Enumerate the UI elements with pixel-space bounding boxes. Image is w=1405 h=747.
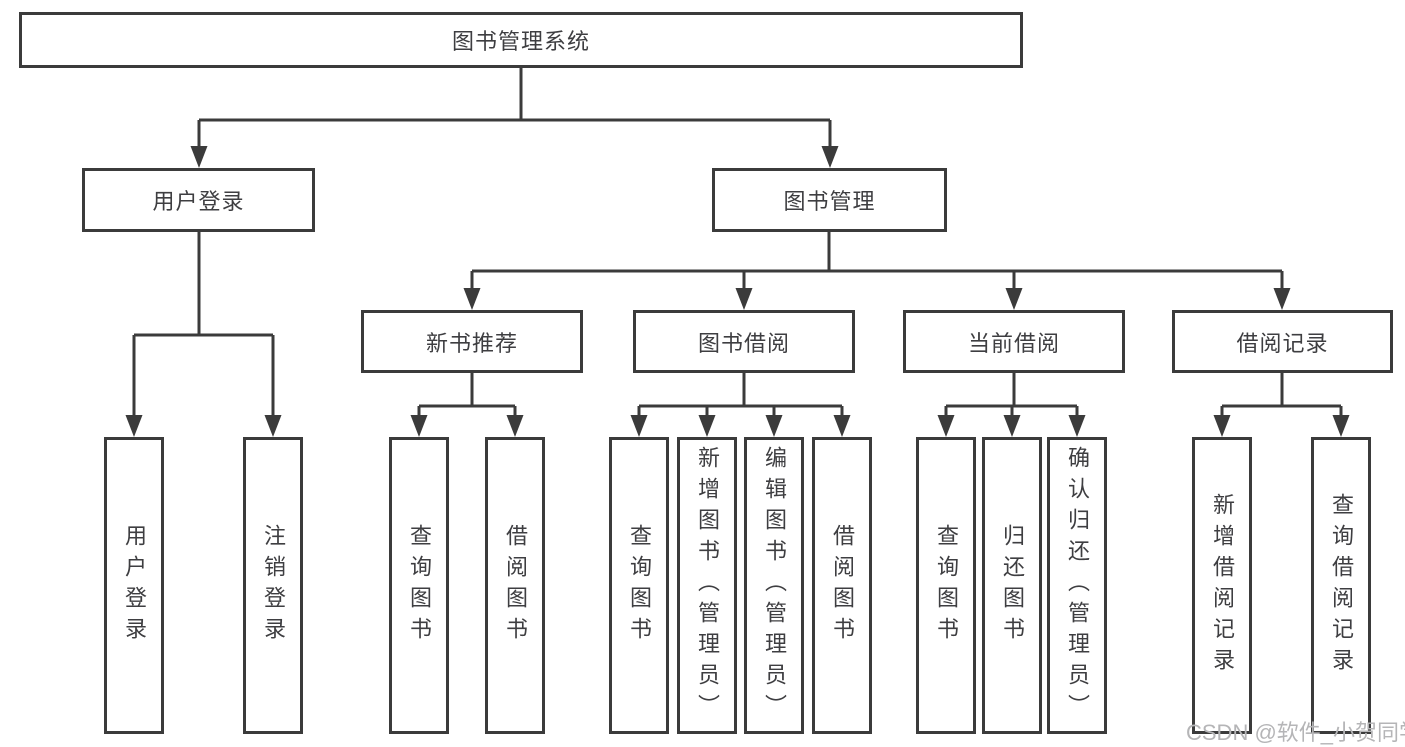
node-label: 新增图书（管理员） bbox=[695, 446, 720, 725]
arrowhead-down-icon bbox=[506, 415, 524, 437]
arrowhead-down-icon bbox=[937, 415, 955, 437]
node-borrow-query-books: 查询图书 bbox=[609, 437, 669, 734]
node-label: 查询图书 bbox=[934, 523, 959, 648]
node-label: 确认归还（管理员） bbox=[1065, 446, 1090, 725]
node-return-books: 归还图书 bbox=[982, 437, 1042, 734]
node-borrowing-records: 借阅记录 bbox=[1172, 310, 1393, 373]
arrowhead-down-icon bbox=[821, 146, 839, 168]
arrowhead-down-icon bbox=[630, 415, 648, 437]
node-label: 注销登录 bbox=[261, 523, 286, 648]
node-book-borrowing: 图书借阅 bbox=[633, 310, 855, 373]
node-label: 用户登录 bbox=[152, 189, 245, 214]
node-label: 查询图书 bbox=[407, 523, 432, 648]
node-label: 查询图书 bbox=[627, 523, 652, 648]
node-borrow-borrow-books: 借阅图书 bbox=[812, 437, 872, 734]
arrowhead-down-icon bbox=[463, 288, 481, 310]
arrowhead-down-icon bbox=[833, 415, 851, 437]
node-newbook-query-books: 查询图书 bbox=[389, 437, 449, 734]
node-edit-books-admin: 编辑图书（管理员） bbox=[744, 437, 804, 734]
node-new-book-recommendation: 新书推荐 bbox=[361, 310, 583, 373]
node-label: 图书借阅 bbox=[697, 330, 790, 356]
csdn-watermark: CSDN @软件_小贺同学 bbox=[1186, 720, 1405, 745]
node-library-management-system: 图书管理系统 bbox=[19, 12, 1023, 68]
node-label: 归还图书 bbox=[1000, 523, 1025, 648]
node-logout-action: 注销登录 bbox=[243, 437, 303, 734]
node-label: 查询借阅记录 bbox=[1329, 492, 1354, 679]
node-label: 借阅图书 bbox=[503, 523, 528, 648]
node-label: 新增借阅记录 bbox=[1210, 492, 1235, 679]
arrowhead-down-icon bbox=[190, 146, 208, 168]
node-confirm-return-admin: 确认归还（管理员） bbox=[1047, 437, 1107, 734]
node-add-books-admin: 新增图书（管理员） bbox=[677, 437, 737, 734]
arrowhead-down-icon bbox=[1213, 415, 1231, 437]
node-user-login-action: 用户登录 bbox=[104, 437, 164, 734]
node-book-management: 图书管理 bbox=[712, 168, 947, 232]
node-label: 用户登录 bbox=[122, 523, 147, 648]
node-label: 新书推荐 bbox=[425, 330, 518, 356]
arrowhead-down-icon bbox=[735, 288, 753, 310]
node-label: 图书管理系统 bbox=[451, 29, 590, 54]
node-newbook-borrow-books: 借阅图书 bbox=[485, 437, 545, 734]
node-user-login: 用户登录 bbox=[82, 168, 315, 232]
node-current-query-books: 查询图书 bbox=[916, 437, 976, 734]
node-label: 借阅图书 bbox=[830, 523, 855, 648]
node-label: 编辑图书（管理员） bbox=[762, 446, 787, 725]
arrowhead-down-icon bbox=[1273, 288, 1291, 310]
arrowhead-down-icon bbox=[1005, 288, 1023, 310]
arrowhead-down-icon bbox=[698, 415, 716, 437]
arrowhead-down-icon bbox=[264, 415, 282, 437]
node-current-borrowing: 当前借阅 bbox=[903, 310, 1125, 373]
arrowhead-down-icon bbox=[1332, 415, 1350, 437]
arrowhead-down-icon bbox=[410, 415, 428, 437]
arrowhead-down-icon bbox=[1003, 415, 1021, 437]
node-add-borrow-record: 新增借阅记录 bbox=[1192, 437, 1252, 734]
node-query-borrow-record: 查询借阅记录 bbox=[1311, 437, 1371, 734]
node-label: 借阅记录 bbox=[1236, 330, 1329, 356]
node-label: 图书管理 bbox=[783, 189, 876, 214]
arrowhead-down-icon bbox=[1068, 415, 1086, 437]
node-label: 当前借阅 bbox=[967, 330, 1060, 356]
arrowhead-down-icon bbox=[765, 415, 783, 437]
arrowhead-down-icon bbox=[125, 415, 143, 437]
